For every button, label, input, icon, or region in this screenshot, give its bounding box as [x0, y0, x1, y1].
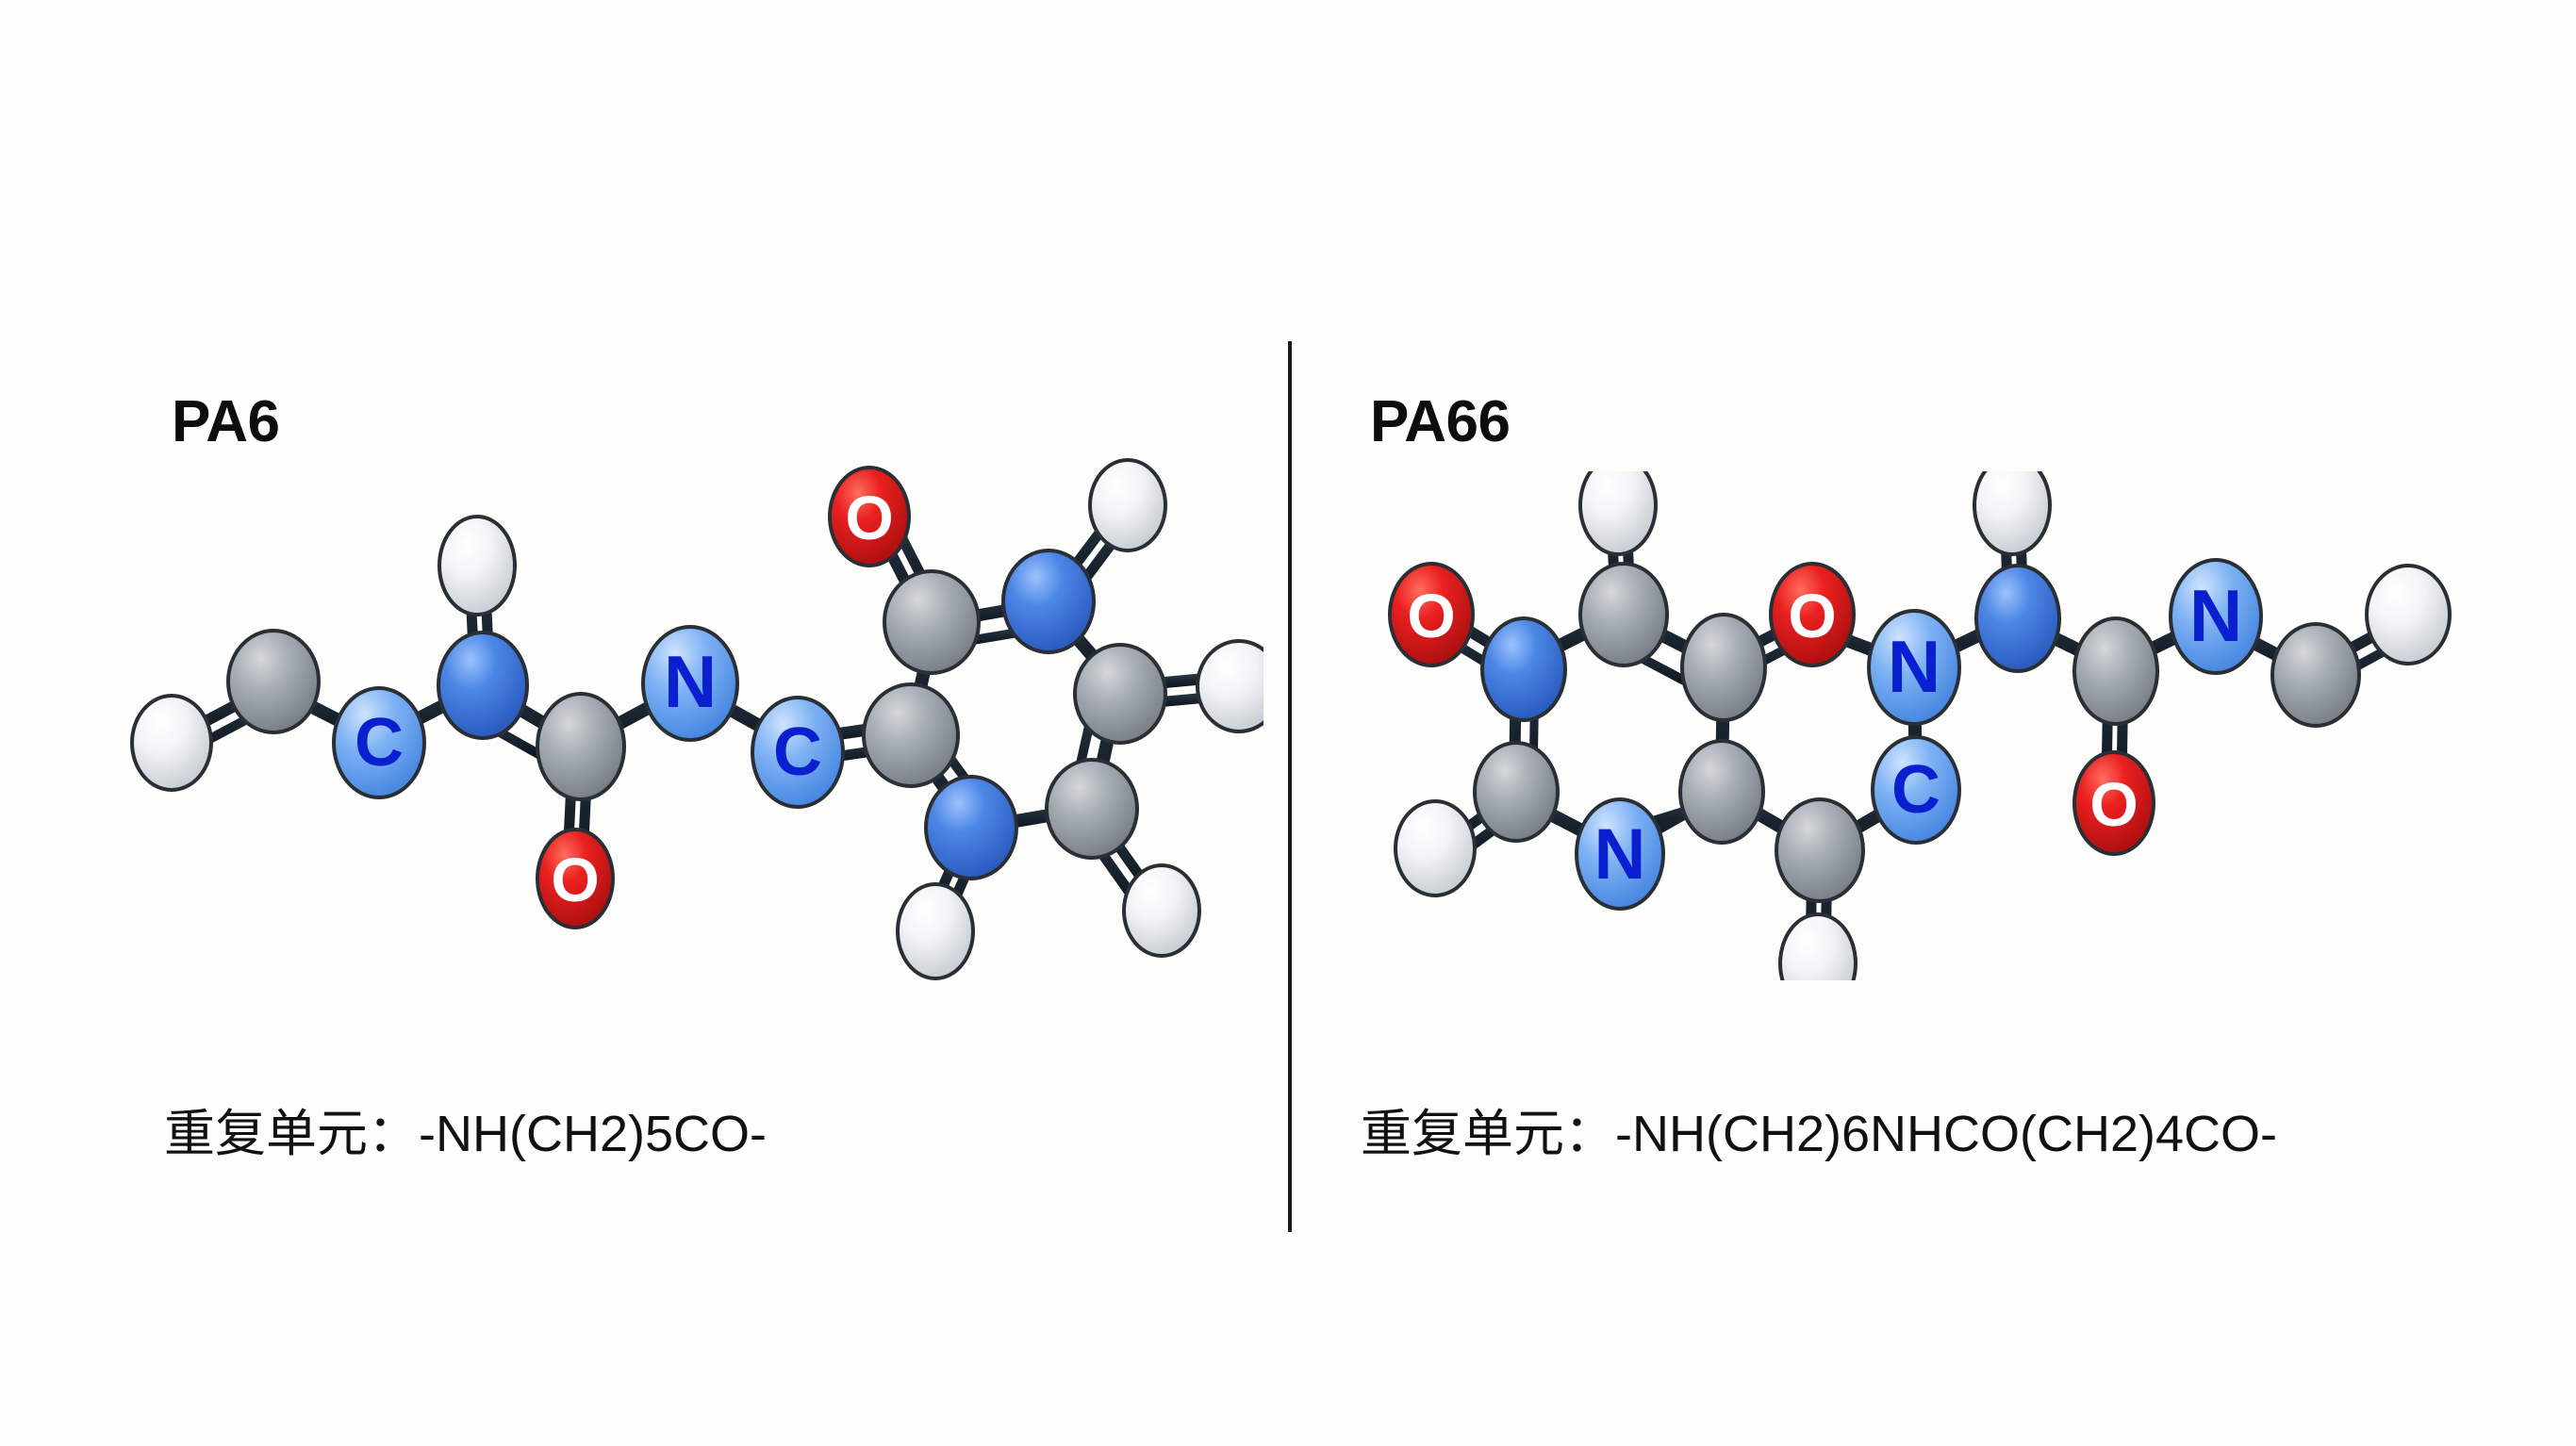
atom-label-C: C — [1891, 752, 1940, 828]
atom-carbon — [536, 692, 626, 801]
atom-nitrogen — [437, 631, 529, 740]
atom-label-N: N — [664, 640, 717, 723]
atom-carbon — [1578, 562, 1669, 667]
molecule-diagram-pa6: C O N C O — [130, 458, 1263, 980]
atom-label-N: N — [1594, 814, 1646, 895]
panel-title-pa6: PA6 — [172, 389, 280, 454]
atom-oxygen — [828, 466, 911, 567]
atom-oxygen — [536, 828, 615, 929]
atom-carbon — [226, 629, 321, 734]
atom-label-O: O — [1788, 581, 1836, 650]
atom-hydrogen — [896, 882, 975, 980]
atom-nitrogen-labeled — [641, 625, 739, 742]
atom-carbon — [1073, 643, 1167, 745]
atom-carbon — [1473, 741, 1560, 843]
atom-nitrogen — [1480, 616, 1567, 722]
atom-carbon — [862, 682, 960, 788]
atom-label-N: N — [2189, 574, 2242, 657]
panel-title-pa66: PA66 — [1370, 389, 1511, 454]
atom-hydrogen — [1578, 471, 1658, 556]
atom-label-O: O — [551, 845, 599, 914]
atom-label-N: N — [1888, 625, 1940, 708]
atom-carbon — [1775, 797, 1865, 903]
panel-pa6: PA6 — [130, 389, 1263, 1162]
atom-hydrogen — [438, 515, 517, 616]
atom-nitrogen-labeled — [2169, 558, 2263, 675]
panel-divider — [1288, 341, 1292, 1232]
atom-carbon-labeled — [332, 686, 426, 799]
caption-pa66: 重复单元：-NH(CH2)6NHCO(CH2)4CO- — [1361, 1106, 2277, 1162]
atom-label-O: O — [2089, 769, 2138, 839]
atom-carbon — [883, 569, 981, 675]
atom-carbon — [1045, 758, 1139, 860]
atom-hydrogen — [1088, 458, 1167, 552]
molecule-diagram-pa66: O O N C — [1388, 471, 2452, 980]
atom-nitrogen-labeled — [1575, 797, 1665, 911]
atom-label-O: O — [1407, 581, 1455, 650]
atom-nitrogen — [1974, 564, 2061, 673]
atom-oxygen — [2072, 750, 2155, 856]
atom-label-C: C — [355, 705, 404, 781]
atom-hydrogen — [1973, 471, 2052, 556]
atom-group-pa66: O O N C — [1388, 471, 2452, 980]
bond-group-pa6 — [173, 507, 1233, 928]
atom-hydrogen — [1778, 912, 1858, 980]
caption-pa6: 重复单元：-NH(CH2)5CO- — [164, 1106, 767, 1162]
atom-carbon — [1678, 739, 1765, 845]
atom-carbon-labeled — [1871, 735, 1961, 845]
panel-pa66: PA66 — [1288, 0, 2576, 1446]
bond-group-pa66 — [1430, 503, 2415, 960]
atom-nitrogen — [924, 775, 1018, 880]
atom-carbon — [2072, 616, 2159, 726]
atom-hydrogen — [1394, 799, 1477, 897]
atom-carbon — [2271, 622, 2361, 728]
atom-carbon — [1680, 613, 1767, 722]
atom-oxygen — [1388, 562, 1475, 667]
atom-hydrogen — [2365, 564, 2452, 665]
atom-label-O: O — [845, 483, 893, 552]
atom-label-C: C — [773, 715, 822, 790]
atom-carbon-labeled — [751, 696, 845, 809]
atom-hydrogen — [130, 694, 213, 792]
atom-oxygen — [1769, 562, 1856, 667]
atom-nitrogen — [1001, 549, 1096, 654]
atom-nitrogen-labeled — [1867, 609, 1961, 726]
atom-group-pa6: C O N C O — [130, 458, 1263, 980]
atom-hydrogen — [1122, 863, 1201, 958]
atom-hydrogen — [1196, 639, 1263, 733]
